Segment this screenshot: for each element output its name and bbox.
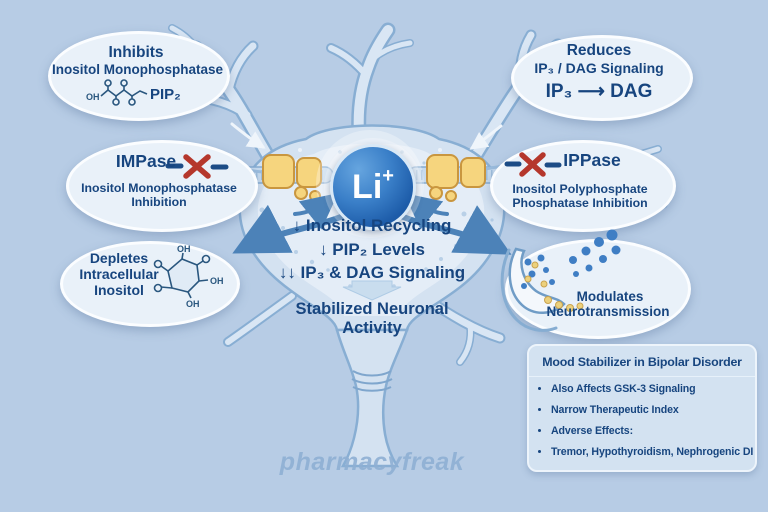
ippase-line2: Phosphatase Inhibition [512, 196, 648, 210]
impase-line1: Inositol Monophosphatase [81, 181, 237, 195]
pip2-label: PIP₂ [150, 86, 181, 103]
impase-line2: Inhibition [131, 195, 187, 209]
ion-symbol: Li [352, 168, 383, 206]
outcome-stabilized-activity: Stabilized Neuronal Activity [295, 300, 449, 337]
impase-title: IMPase [115, 151, 177, 171]
bubble-impase-inhibition [66, 140, 258, 232]
inhibits-subtitle: Inositol Monophosphatase [52, 62, 223, 77]
depletes-line2: Intracellular [79, 266, 159, 282]
influx-arrow-icons [230, 122, 503, 150]
info-box-title: Mood Stabilizer in Bipolar Disorder [529, 346, 755, 377]
reduces-subtitle: IP₃ / DAG Signaling [534, 60, 664, 76]
effect-inositol-recycling: ↓ Inositol Recycling [292, 216, 452, 235]
bubble-reduces-ip3-dag [511, 35, 693, 121]
effect-pip2-levels: ↓ PIP₂ Levels [319, 240, 425, 259]
modulates-line1: Modulates [576, 289, 644, 304]
info-box-bullet-list: Also Affects GSK-3 Signaling Narrow Ther… [529, 383, 755, 458]
inhibits-title: Inhibits [108, 44, 164, 61]
bullet-gsk3: Also Affects GSK-3 Signaling [551, 383, 749, 395]
ippase-title: IPPase [563, 150, 621, 170]
bullet-adverse-effects: Adverse Effects: [551, 425, 749, 437]
modulates-line2: Neurotransmission [546, 304, 670, 319]
axon-hillock-rings [351, 370, 393, 392]
effect-ip3-dag-signaling: ↓↓ IP₃ & DAG Signaling [278, 263, 466, 282]
depletes-line3: Inositol [94, 282, 144, 298]
axon [335, 328, 409, 468]
info-box: Mood Stabilizer in Bipolar Disorder Also… [527, 344, 757, 472]
ion-charge: + [382, 165, 394, 187]
transporter-protein-right-icon [426, 154, 486, 202]
bullet-therapeutic-index: Narrow Therapeutic Index [551, 404, 749, 416]
watermark: pharmacyfreak [279, 448, 465, 476]
ippase-line1: Inositol Polyphosphate [512, 182, 648, 196]
reduces-title: Reduces [566, 42, 632, 59]
ip3-dag-reaction: IP₃ ⟶ DAG [545, 81, 653, 102]
bubble-inhibits-impase [48, 31, 230, 121]
depletes-line1: Depletes [89, 250, 149, 266]
bullet-adverse-list: Tremor, Hypothyroidism, Nephrogenic DI [551, 446, 753, 458]
